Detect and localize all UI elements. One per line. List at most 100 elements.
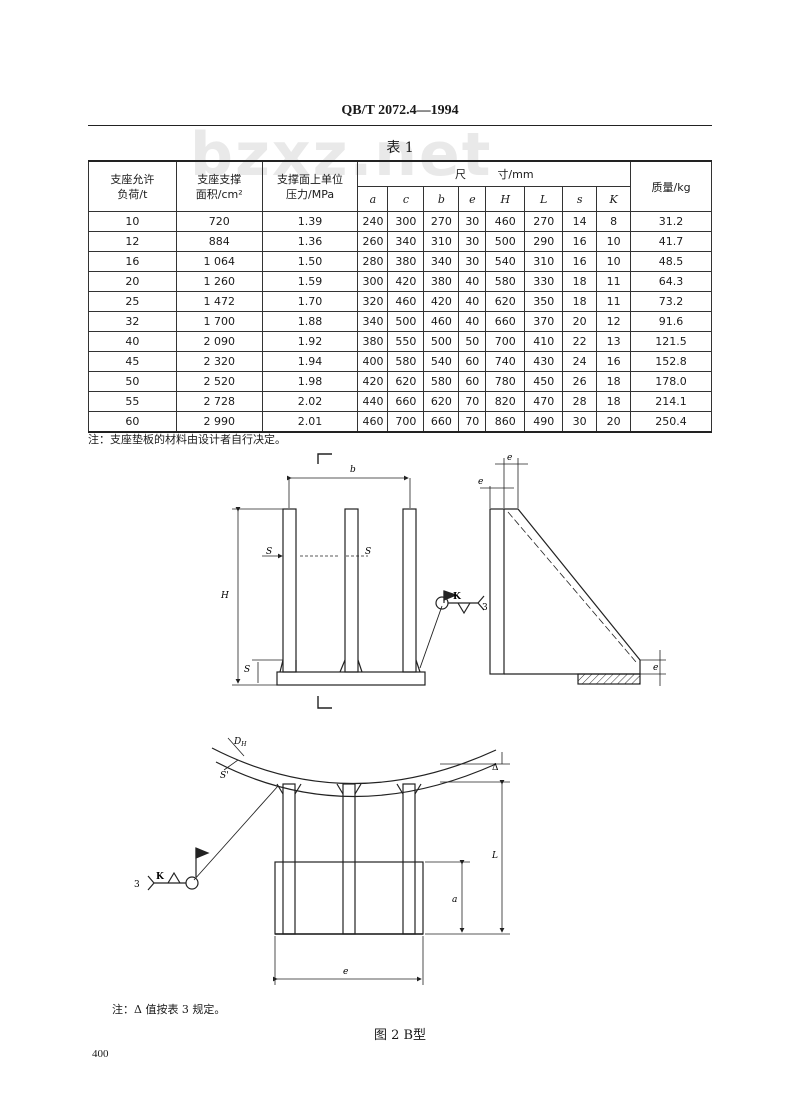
table-note: 注：支座垫板的材料由设计者自行决定。 xyxy=(88,433,286,446)
table-cell: 10 xyxy=(88,211,177,232)
table-cell: 380 xyxy=(357,331,389,352)
table-cell: 540 xyxy=(423,351,460,372)
table-cell: 240 xyxy=(357,211,389,232)
table-cell: 10 xyxy=(596,231,632,252)
table-cell: 340 xyxy=(357,311,389,332)
table-cell: 20 xyxy=(562,311,598,332)
label-e-top: e xyxy=(507,453,512,463)
table-cell: 270 xyxy=(423,211,460,232)
header-load: 支座允许负荷/t xyxy=(88,160,177,212)
data-table: 支座允许负荷/t 支座支撑面积/cm² 支撑面上单位压力/MPa 尺 寸/mm … xyxy=(88,160,712,433)
table-cell: 470 xyxy=(524,391,564,412)
table-cell: 460 xyxy=(357,411,389,433)
table-cell: 30 xyxy=(562,411,598,433)
table-cell: 18 xyxy=(596,391,632,412)
table-cell: 700 xyxy=(485,331,526,352)
label-S: S xyxy=(244,665,250,675)
table-cell: 450 xyxy=(524,371,564,392)
table-cell: 320 xyxy=(357,291,389,312)
saddle-view xyxy=(147,590,510,985)
table-cell: 30 xyxy=(458,231,487,252)
label-S-prime: S' xyxy=(220,771,229,781)
table-cell: 740 xyxy=(485,351,526,372)
table-cell: 2.02 xyxy=(261,391,359,412)
label-L: L xyxy=(491,851,498,861)
label-K-bottom: K xyxy=(156,872,165,882)
table-cell: 70 xyxy=(458,391,487,412)
rib-left xyxy=(282,508,297,673)
table-cell: 580 xyxy=(485,271,526,292)
header-a: a xyxy=(357,186,389,212)
table-cell: 2 990 xyxy=(175,411,263,433)
label-e-left: e xyxy=(478,477,483,487)
label-K-top: K xyxy=(453,592,462,602)
table-cell: 550 xyxy=(387,331,425,352)
header-s: s xyxy=(562,186,598,212)
table-cell: 12 xyxy=(596,311,632,332)
table-cell: 440 xyxy=(357,391,389,412)
table-cell: 700 xyxy=(387,411,425,433)
table-cell: 660 xyxy=(387,391,425,412)
table-cell: 1.50 xyxy=(261,251,359,272)
table-cell: 1.39 xyxy=(261,211,359,232)
label-b: b xyxy=(350,465,356,475)
table-cell: 340 xyxy=(387,231,425,252)
label-Dn: DH xyxy=(233,737,247,748)
header-rule xyxy=(88,125,712,126)
header-e: e xyxy=(458,186,487,212)
table-cell: 420 xyxy=(387,271,425,292)
table-cell: 1.92 xyxy=(261,331,359,352)
rib-right xyxy=(402,508,417,673)
table-caption: 表 1 xyxy=(386,140,414,156)
table-cell: 500 xyxy=(485,231,526,252)
table-cell: 820 xyxy=(485,391,526,412)
side-view xyxy=(480,458,666,686)
table-cell: 300 xyxy=(387,211,425,232)
header-area: 支座支撑面积/cm² xyxy=(175,160,263,212)
table-cell: 430 xyxy=(524,351,564,372)
table-cell: 460 xyxy=(485,211,526,232)
table-cell: 22 xyxy=(562,331,598,352)
table-cell: 660 xyxy=(485,311,526,332)
front-view xyxy=(232,453,485,709)
label-3-top: 3 xyxy=(482,603,488,613)
table-cell: 270 xyxy=(524,211,564,232)
table-cell: 460 xyxy=(387,291,425,312)
rib-middle xyxy=(344,508,359,673)
table-cell: 14 xyxy=(562,211,598,232)
table-cell: 660 xyxy=(423,411,460,433)
table-cell: 884 xyxy=(175,231,263,252)
table-cell: 1.98 xyxy=(261,371,359,392)
label-H: H xyxy=(220,591,229,601)
table-cell: 250.4 xyxy=(630,411,712,433)
standard-header: QB/T 2072.4—1994 xyxy=(341,103,459,118)
table-cell: 121.5 xyxy=(630,331,712,352)
table-cell: 380 xyxy=(423,271,460,292)
label-a: a xyxy=(452,895,457,905)
table-cell: 2 520 xyxy=(175,371,263,392)
table-cell: 500 xyxy=(387,311,425,332)
figure-note: 注：Δ 值按表 3 规定。 xyxy=(112,1003,226,1016)
table-cell: 31.2 xyxy=(630,211,712,232)
table-cell: 620 xyxy=(423,391,460,412)
table-cell: 214.1 xyxy=(630,391,712,412)
table-cell: 260 xyxy=(357,231,389,252)
table-cell: 370 xyxy=(524,311,564,332)
table-cell: 40 xyxy=(458,271,487,292)
table-cell: 2 728 xyxy=(175,391,263,412)
header-mass: 质量/kg xyxy=(630,160,712,212)
page-number: 400 xyxy=(92,1048,109,1060)
base-plate xyxy=(276,671,426,686)
table-cell: 1.94 xyxy=(261,351,359,372)
